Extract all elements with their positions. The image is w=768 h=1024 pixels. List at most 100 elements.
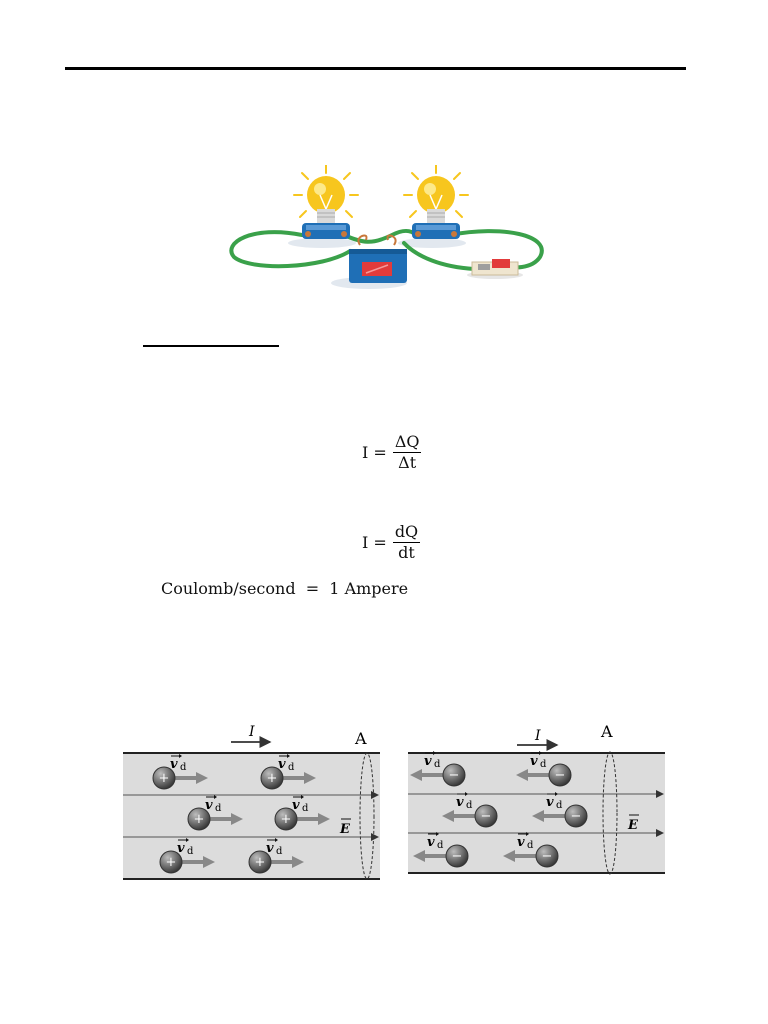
velocity-subscript: d <box>288 762 295 773</box>
velocity-label: v <box>266 841 274 856</box>
velocity-subscript: d <box>434 759 441 770</box>
electric-field-label: E <box>339 822 351 837</box>
velocity-label: v <box>424 754 432 769</box>
charge-sign: − <box>449 768 460 783</box>
arrowhead-icon <box>292 856 304 868</box>
velocity-subscript: d <box>187 846 194 857</box>
denominator: dt <box>398 543 415 562</box>
velocity-label: v <box>546 795 554 810</box>
velocity-label: v <box>170 757 178 772</box>
fraction: ΔQ Δt <box>392 432 422 472</box>
arrowhead-icon <box>410 769 422 781</box>
arrowhead-icon <box>304 772 316 784</box>
charge-sign: + <box>267 771 278 786</box>
top-rule <box>65 67 686 70</box>
charge-sign: + <box>166 855 177 870</box>
charge-sign: − <box>571 809 582 824</box>
switch-icon <box>471 259 519 276</box>
arrowhead-icon <box>203 856 215 868</box>
charge-sign: − <box>555 768 566 783</box>
numerator: dQ <box>392 522 421 543</box>
velocity-label: v <box>177 841 185 856</box>
charge-sign: + <box>255 855 266 870</box>
fraction: dQ dt <box>392 522 421 562</box>
equation-average-current: I = ΔQ Δt <box>362 432 422 472</box>
velocity-label: v <box>530 754 538 769</box>
charge-particle <box>152 766 176 790</box>
light-bulb-icon <box>293 165 359 239</box>
charge-sign: + <box>194 812 205 827</box>
charge-sign: + <box>159 771 170 786</box>
charge-particle <box>260 766 284 790</box>
velocity-subscript: d <box>180 762 187 773</box>
arrowhead-icon <box>413 850 425 862</box>
charge-particle <box>535 844 559 868</box>
velocity-label: v <box>427 835 435 850</box>
charge-particle <box>548 763 572 787</box>
charge-particle <box>274 807 298 831</box>
velocity-label: v <box>292 798 300 813</box>
numerator: ΔQ <box>392 432 422 453</box>
area-label: A <box>600 722 613 741</box>
current-label: I <box>534 728 541 744</box>
electric-field-label: E <box>627 818 639 833</box>
velocity-subscript: d <box>540 759 547 770</box>
arrowhead-icon <box>318 813 330 825</box>
current-label: I <box>248 724 255 740</box>
battery-icon <box>349 234 407 283</box>
charge-particle <box>445 844 469 868</box>
charge-sign: − <box>542 849 553 864</box>
charge-particle <box>564 804 588 828</box>
equation-instantaneous-current: I = dQ dt <box>362 522 421 562</box>
charge-sign: + <box>281 812 292 827</box>
charge-particle <box>187 807 211 831</box>
velocity-subscript: d <box>527 840 534 851</box>
arrowhead-icon <box>503 850 515 862</box>
charge-particle <box>248 850 272 874</box>
equation-lhs: I = <box>362 443 387 462</box>
velocity-subscript: d <box>276 846 283 857</box>
charge-particle <box>442 763 466 787</box>
velocity-label: v <box>205 798 213 813</box>
denominator: Δt <box>398 453 417 472</box>
light-bulb-icon <box>403 165 469 239</box>
charge-sign: − <box>452 849 463 864</box>
arrowhead-icon <box>196 772 208 784</box>
charge-particle <box>474 804 498 828</box>
ampere-definition: Coulomb/second = 1 Ampere <box>161 579 409 598</box>
velocity-label: v <box>278 757 286 772</box>
cross-section-area <box>602 751 618 875</box>
heading-underline <box>143 345 279 347</box>
arrowhead-icon <box>442 810 454 822</box>
velocity-subscript: d <box>466 800 473 811</box>
arrowhead-icon <box>532 810 544 822</box>
velocity-subscript: d <box>437 840 444 851</box>
cross-section-area <box>359 752 375 880</box>
velocity-subscript: d <box>556 800 563 811</box>
arrowhead-icon <box>231 813 243 825</box>
velocity-label: v <box>517 835 525 850</box>
velocity-subscript: d <box>215 803 222 814</box>
velocity-subscript: d <box>302 803 309 814</box>
arrowhead-icon <box>516 769 528 781</box>
charge-sign: − <box>481 809 492 824</box>
velocity-label: v <box>456 795 464 810</box>
equation-lhs: I = <box>362 533 387 552</box>
charge-particle <box>159 850 183 874</box>
area-label: A <box>354 729 367 748</box>
circuit-illustration <box>229 165 544 289</box>
